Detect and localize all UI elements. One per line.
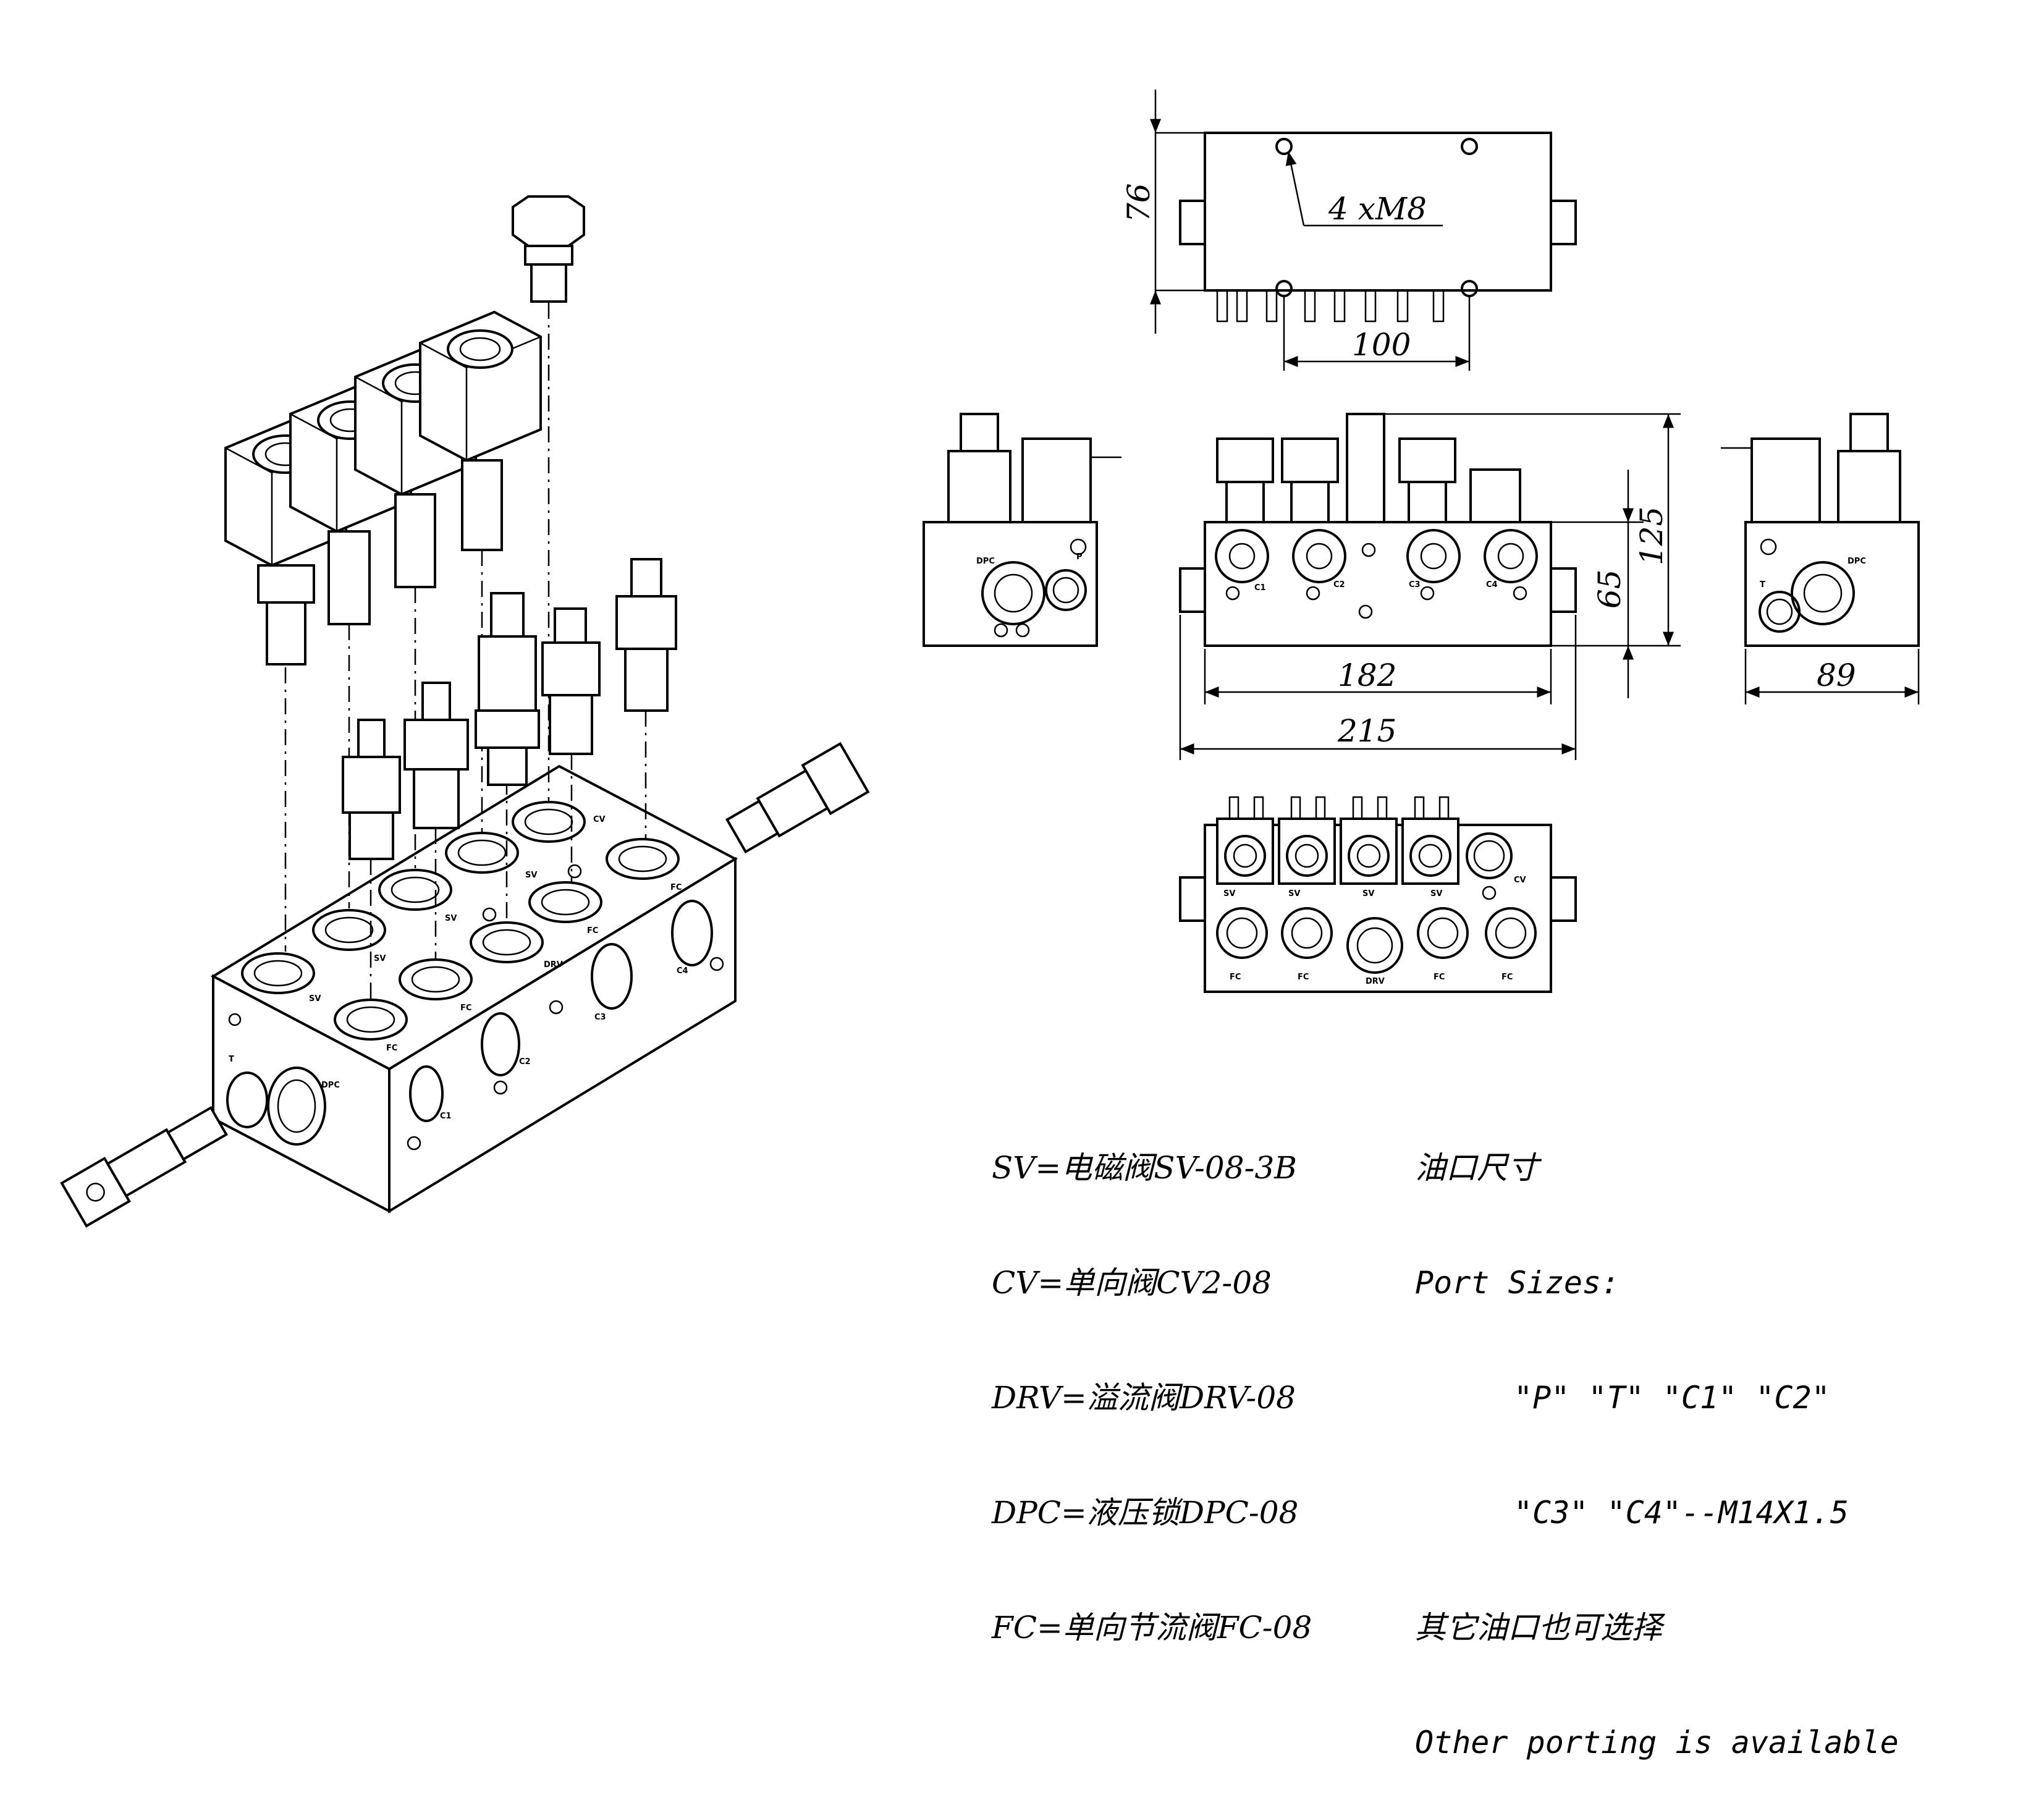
top-view-terminals: [1216, 289, 1445, 323]
plan-label-fc-3: FC: [1434, 973, 1445, 982]
plan-view-left-fitting: [1179, 876, 1206, 922]
iso-label-t: T: [229, 1055, 234, 1064]
port-size-list-2: "C3" "C4"--M14X1.5: [1514, 1495, 1849, 1531]
front-view-right-fitting: [1550, 567, 1577, 613]
cartridge-fc-2: [403, 682, 469, 829]
dim-top-spacing: 100: [1352, 327, 1411, 363]
iso-cartridge-valves: [342, 558, 677, 860]
port-size-notes: 油口尺寸 Port Sizes: "P" "T" "C1" "C2" "C3" …: [1415, 1072, 1899, 1800]
iso-label-dpc: DPC: [321, 1081, 340, 1090]
iso-label-fc-1: FC: [386, 1044, 397, 1053]
front-view: C1 C2 C3 C4 182 215 65 125: [1179, 413, 1681, 760]
iso-label-c4: C4: [677, 966, 688, 976]
right-view-label-dpc: DPC: [1848, 557, 1866, 566]
iso-label-fc-3: FC: [587, 926, 598, 936]
dim-thread-callout: 4 xM8: [1328, 191, 1427, 227]
plan-label-drv: DRV: [1366, 977, 1385, 986]
legend-item-sv: SV=电磁阀SV-08-3B: [992, 1150, 1297, 1186]
legend-item-dpc: DPC=液压锁DPC-08: [992, 1495, 1299, 1531]
plan-label-fc-1: FC: [1230, 973, 1241, 982]
dim-front-width-overall: 215: [1337, 713, 1396, 749]
fitting-right: [725, 742, 870, 854]
other-porting-cn: 其它油口也可选择: [1415, 1610, 1662, 1646]
iso-label-sv-2: SV: [374, 954, 386, 963]
legend-item-fc: FC=单向节流阀FC-08: [992, 1610, 1312, 1646]
plan-label-fc-4: FC: [1501, 973, 1513, 982]
top-view-left-fitting: [1179, 200, 1206, 245]
iso-side-ports: [407, 900, 724, 1151]
left-view-dpc-cartridge: [947, 450, 1011, 523]
plan-label-fc-2: FC: [1298, 973, 1309, 982]
top-view-right-fitting: [1550, 200, 1577, 245]
left-view-coil: [1021, 437, 1092, 523]
front-view-label-c2: C2: [1333, 580, 1345, 589]
right-view-dpc-cartridge: [1837, 450, 1901, 523]
plan-label-sv-4: SV: [1430, 889, 1442, 898]
dim-top-height: 76: [1121, 183, 1157, 222]
top-view-mounting-holes: [1275, 138, 1478, 297]
iso-label-c2: C2: [519, 1057, 531, 1067]
iso-label-fc-4: FC: [670, 883, 682, 892]
front-view-label-c4: C4: [1486, 580, 1498, 589]
top-view: 4 xM8 76 100: [1121, 90, 1577, 371]
legend-item-drv: DRV=溢流阀DRV-08: [992, 1380, 1296, 1416]
plan-label-sv-1: SV: [1223, 889, 1235, 898]
front-view-left-fitting: [1179, 567, 1206, 613]
port-size-title-en: Port Sizes:: [1415, 1265, 1620, 1301]
plan-label-cv: CV: [1514, 876, 1526, 885]
plan-view-cartridges: [1216, 885, 1537, 974]
front-view-label-c1: C1: [1254, 583, 1266, 593]
dim-front-total-height: 125: [1634, 507, 1670, 565]
iso-manifold-block: T DPC C1 C2 C3 C4 SV SV SV SV FC FC FC F…: [210, 764, 738, 1214]
legend-item-cv: CV=单向阀CV2-08: [992, 1265, 1272, 1301]
iso-label-c3: C3: [594, 1013, 606, 1022]
other-porting-en: Other porting is available: [1415, 1725, 1899, 1760]
port-size-title-cn: 油口尺寸: [1415, 1150, 1539, 1186]
iso-label-drv: DRV: [544, 960, 563, 970]
iso-label-c1: C1: [440, 1112, 452, 1121]
front-view-label-c3: C3: [1409, 580, 1421, 589]
plan-view: SV SV SV SV CV FC FC DRV FC FC: [1179, 796, 1577, 993]
fitting-left: [60, 1105, 228, 1228]
cartridge-fc-4: [615, 558, 677, 712]
iso-left-face-ports: [226, 1013, 326, 1146]
iso-label-sv-4: SV: [525, 871, 537, 880]
left-side-view: DPC P: [923, 413, 1121, 647]
front-view-ports: [1215, 529, 1538, 619]
cartridge-fc-3: [541, 607, 601, 755]
iso-check-valve-cartridge: [512, 195, 585, 303]
plan-view-coils: [1216, 796, 1513, 885]
dim-side-width: 89: [1817, 657, 1856, 693]
right-view-label-t: T: [1760, 580, 1765, 589]
left-view-label-dpc: DPC: [976, 557, 995, 566]
iso-label-cv: CV: [593, 815, 606, 824]
iso-label-sv-1: SV: [309, 994, 321, 1004]
right-side-view: DPC T 89: [1721, 413, 1920, 704]
iso-solenoid-coils: [224, 310, 542, 665]
plan-label-sv-3: SV: [1362, 889, 1374, 898]
iso-label-sv-3: SV: [445, 914, 457, 923]
isometric-exploded-view: T DPC C1 C2 C3 C4 SV SV SV SV FC FC FC F…: [60, 195, 870, 1228]
dim-front-width-inner: 182: [1338, 657, 1396, 693]
valve-legend: SV=电磁阀SV-08-3B CV=单向阀CV2-08 DRV=溢流阀DRV-0…: [992, 1072, 1312, 1685]
plan-label-sv-2: SV: [1288, 889, 1300, 898]
left-view-label-p: P: [1076, 552, 1083, 562]
right-view-coil: [1750, 437, 1821, 523]
hydraulic-manifold-drawing: T DPC C1 C2 C3 C4 SV SV SV SV FC FC FC F…: [60, 90, 1920, 1228]
cartridge-fc-1: [342, 719, 401, 860]
iso-label-fc-2: FC: [460, 1004, 471, 1013]
iso-port-fittings: [60, 742, 870, 1228]
cartridge-drv: [475, 592, 540, 786]
front-view-valves: [1216, 413, 1521, 523]
plan-view-right-fitting: [1550, 876, 1577, 922]
port-size-list-1: "P" "T" "C1" "C2": [1514, 1380, 1830, 1416]
dim-front-block-height: 65: [1592, 569, 1628, 609]
solenoid-coil-4: [419, 310, 542, 551]
